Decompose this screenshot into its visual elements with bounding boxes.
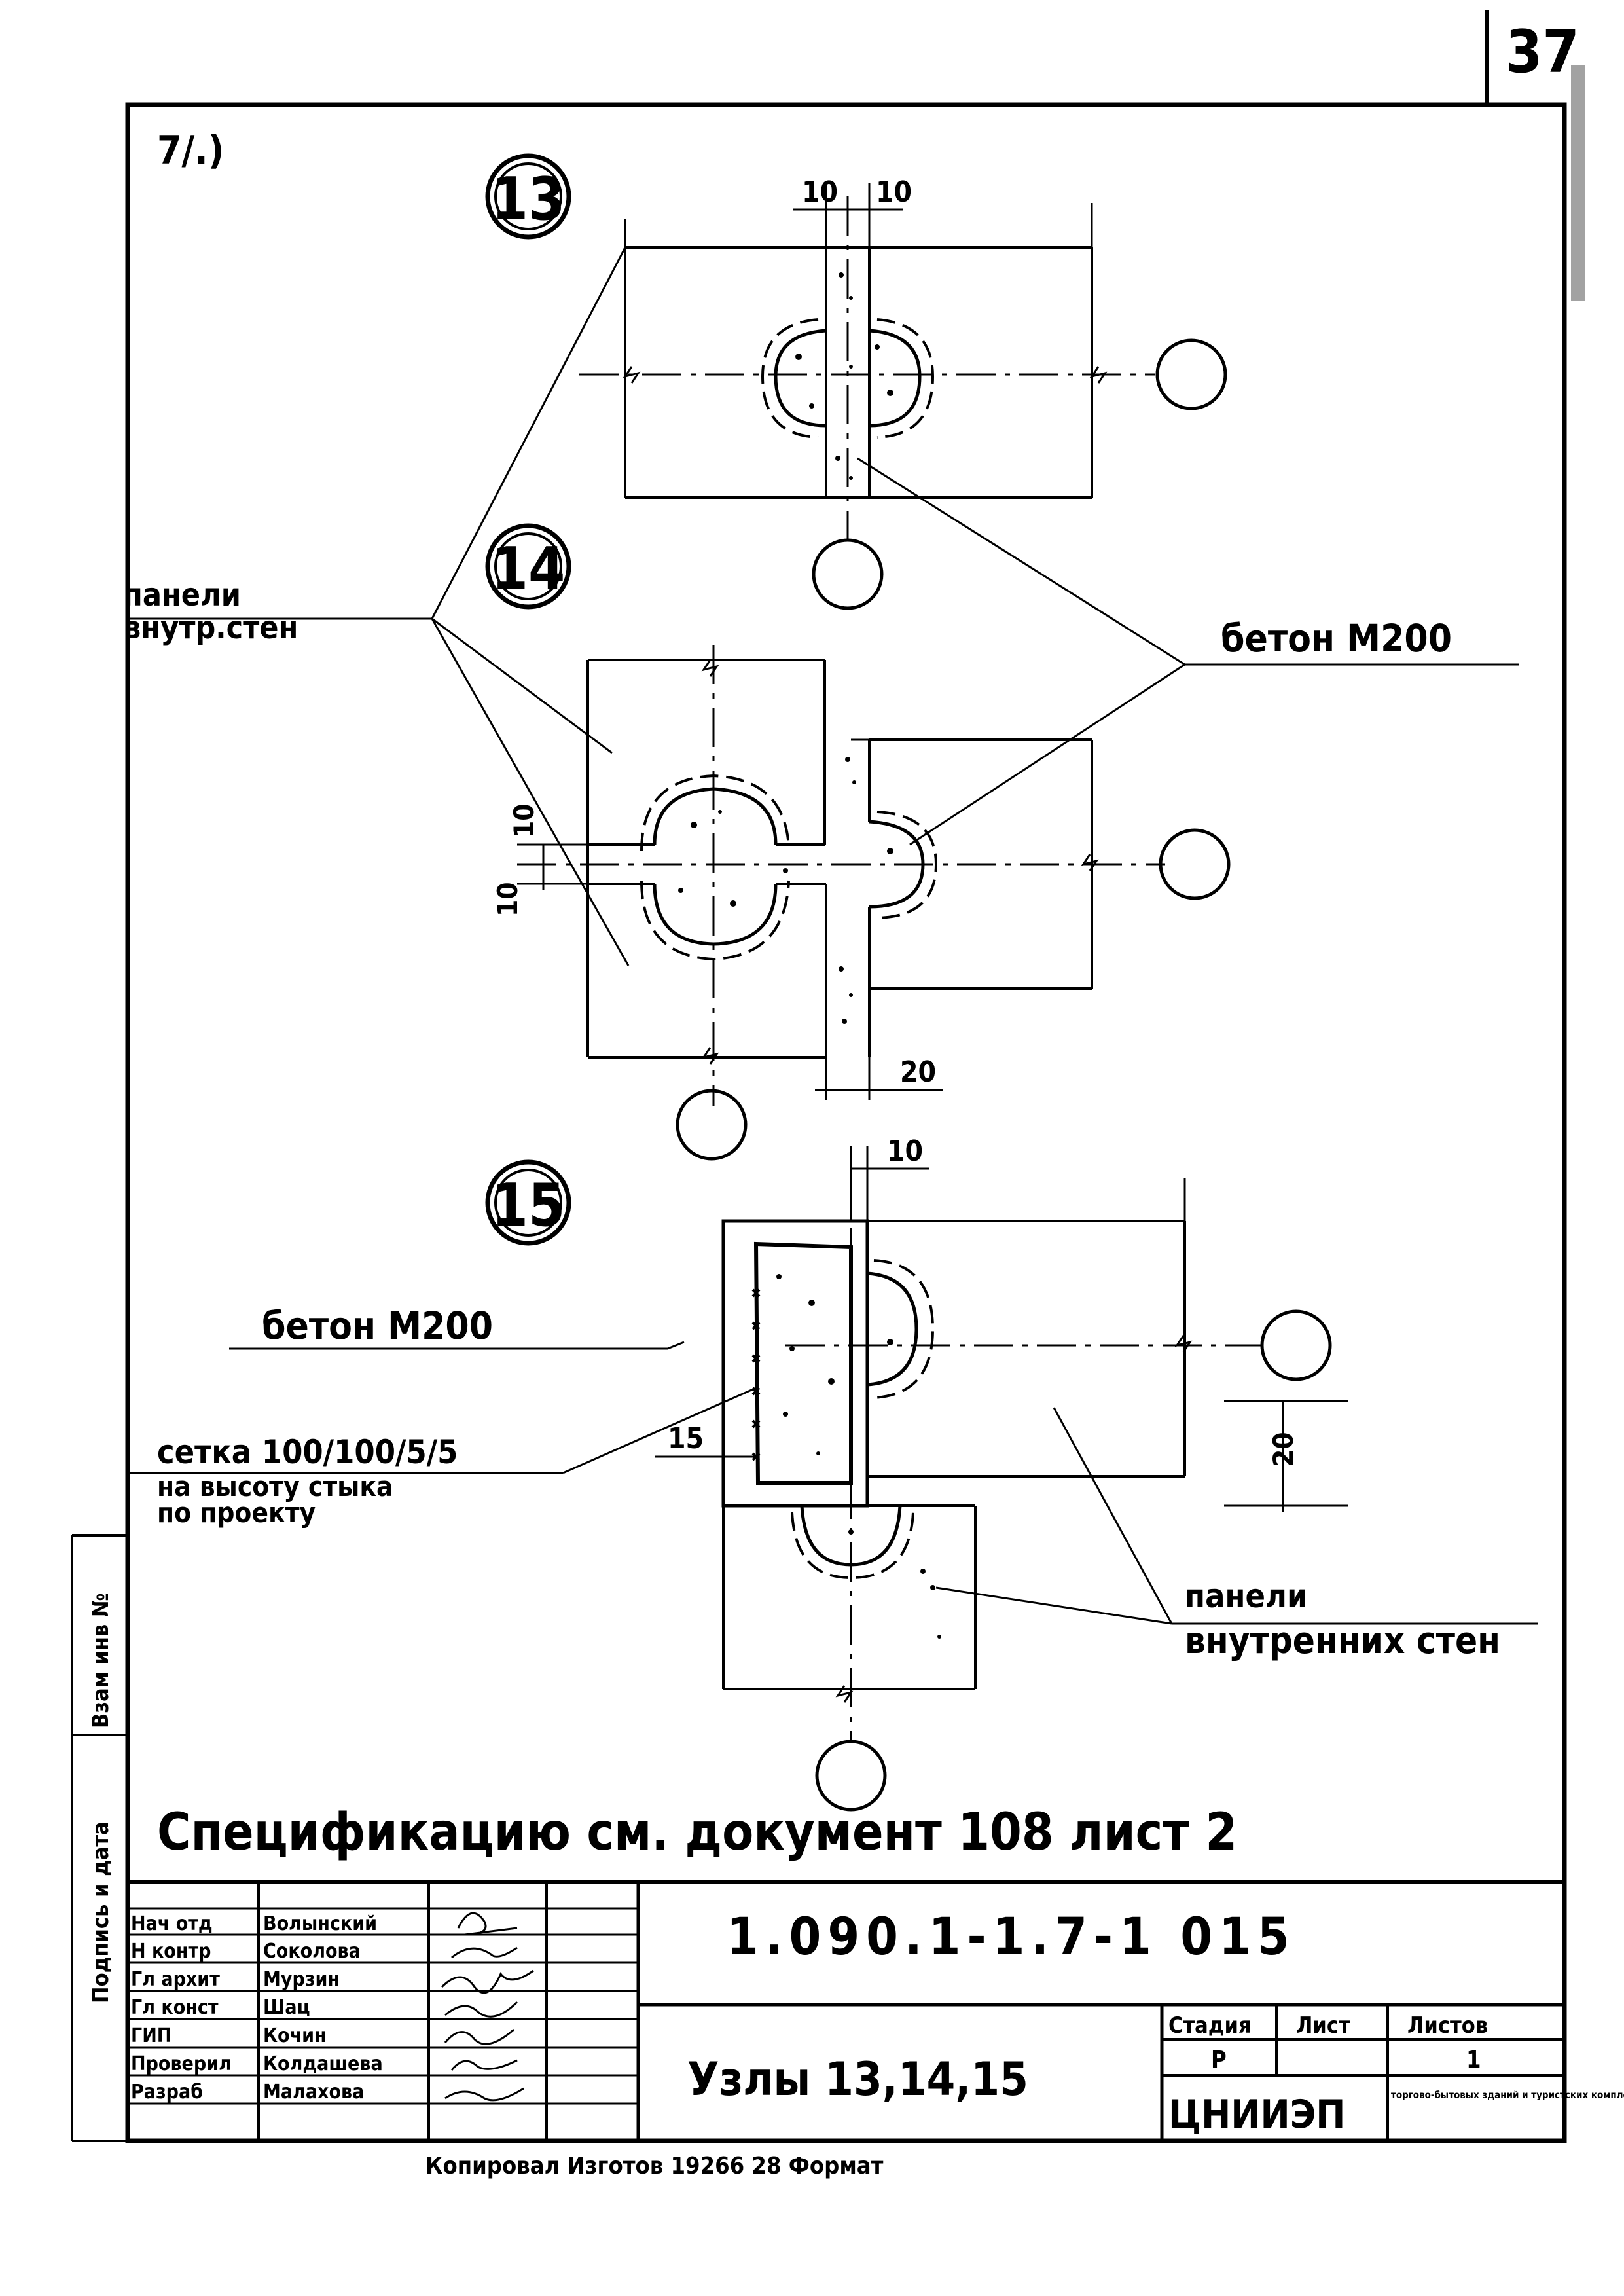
- name-row-7: Малахова: [263, 2081, 364, 2104]
- name-row-4: Шац: [263, 1996, 310, 2019]
- node-13-dim-left: 10: [802, 175, 838, 209]
- leaders-top: [128, 247, 1519, 966]
- name-row-1: Волынский: [263, 1912, 377, 1935]
- role-row-7: Разраб: [131, 2081, 203, 2104]
- sheets-value: 1: [1466, 2047, 1481, 2073]
- node-14-dim-a: 10: [508, 803, 540, 838]
- stage-header: Стадия: [1168, 2013, 1252, 2039]
- node-14-dim-b: 10: [492, 882, 524, 917]
- leaders-bottom: [128, 1341, 1538, 1625]
- corner-page-number: 37: [1506, 18, 1579, 86]
- node-15-label: 15: [492, 1171, 566, 1240]
- node-15-diagram: 15: [485, 1135, 1348, 1812]
- side-stamp: [71, 1534, 128, 2142]
- role-row-5: ГИП: [131, 2024, 171, 2047]
- node-13-label: 13: [492, 165, 566, 234]
- callout-panels-bottom-line1: панели: [1185, 1577, 1308, 1615]
- callout-panels-line2: внутр.стен: [123, 610, 298, 646]
- role-row-1: Нач отд: [131, 1912, 213, 1935]
- organization-description: торгово-бытовых зданий и туристских комп…: [1391, 2089, 1624, 2101]
- node-14-diagram: 14: [485, 523, 1231, 1161]
- title-block: [128, 1880, 1564, 2141]
- title-block-title: Узлы 13,14,15: [687, 2052, 1028, 2106]
- name-row-2: Соколова: [263, 1940, 361, 1963]
- sheet-header: Лист: [1296, 2013, 1350, 2039]
- node-13-diagram: 13 10 10: [485, 153, 1227, 610]
- role-row-3: Гл архит: [131, 1968, 220, 1991]
- callout-concrete-2: бетон М200: [262, 1303, 493, 1348]
- callout-panels-line1: панели: [123, 577, 241, 613]
- name-row-3: Мурзин: [263, 1968, 340, 1991]
- node-13-dim-right: 10: [876, 175, 912, 209]
- callout-mesh-line1: сетка 100/100/5/5: [157, 1433, 458, 1471]
- name-row-5: Кочин: [263, 2024, 327, 2047]
- organization: ЦНИИЭП: [1168, 2092, 1345, 2138]
- sheets-header: Листов: [1407, 2013, 1488, 2039]
- top-left-note: 7/.): [157, 128, 224, 173]
- role-row-6: Проверил: [131, 2052, 232, 2075]
- footer-fragment: Копировал Изготов 19266 28 Формат: [425, 2153, 884, 2179]
- side-stamp-inv-no: Взам инв №: [88, 1593, 114, 1728]
- name-row-6: Колдашева: [263, 2052, 383, 2075]
- callout-concrete-1: бетон М200: [1221, 616, 1452, 661]
- role-row-2: Н контр: [131, 1940, 211, 1963]
- node-15-dim-left: 15: [668, 1422, 704, 1455]
- node-15-dim-top: 10: [887, 1135, 923, 1168]
- callout-panels-bottom-line2: внутренних стен: [1185, 1620, 1500, 1662]
- node-14-dim-bottom: 20: [900, 1055, 936, 1089]
- stage-value: Р: [1211, 2047, 1227, 2073]
- specification-note: Спецификацию см. документ 108 лист 2: [157, 1803, 1237, 1862]
- signatures: [441, 1912, 534, 2102]
- node-14-label: 14: [492, 535, 566, 604]
- callout-mesh-line2: на высоту стыка: [157, 1470, 393, 1503]
- sheet-frame: [125, 10, 1585, 2143]
- side-stamp-signature-date: Подпись и дата: [88, 1821, 114, 2003]
- title-block-doc-code: 1.090.1-1.7-1 015: [727, 1908, 1296, 1967]
- node-15-dim-right: 20: [1267, 1432, 1299, 1467]
- callout-mesh-line3: по проекту: [157, 1497, 316, 1529]
- role-row-4: Гл конст: [131, 1996, 219, 2019]
